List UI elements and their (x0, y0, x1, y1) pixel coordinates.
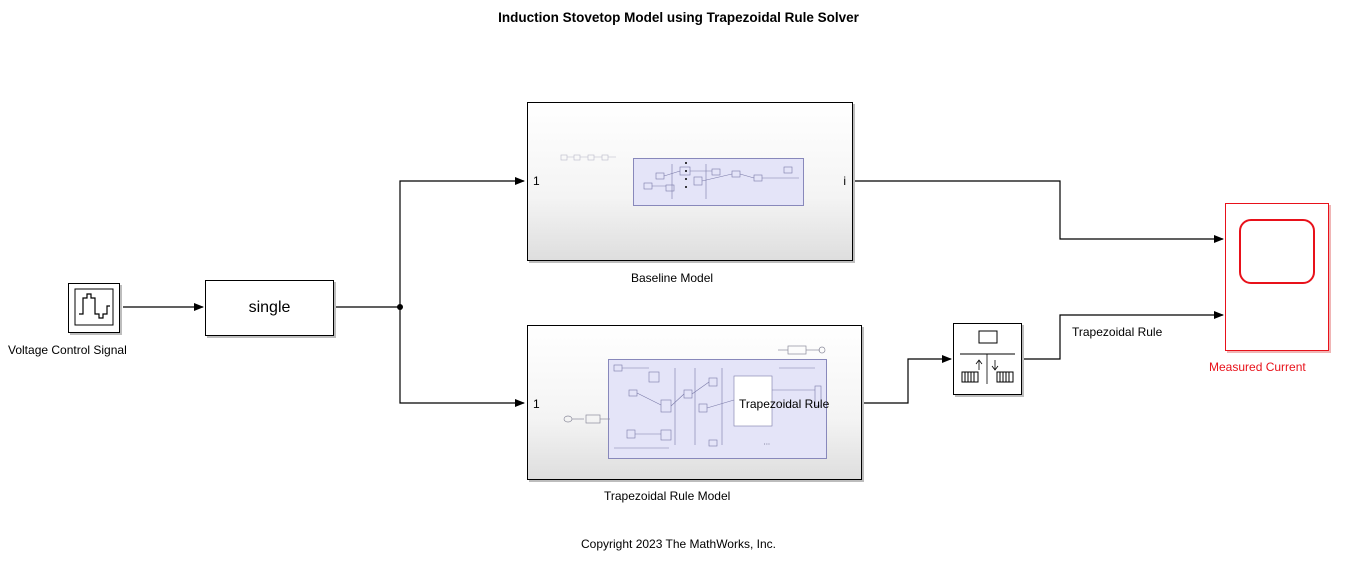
line-branch-to-baseline (399, 177, 525, 307)
baseline-model-subsystem[interactable]: 1 i (527, 102, 853, 261)
baseline-in-port: 1 (533, 174, 540, 188)
trapezoidal-output-chain-icon (778, 345, 826, 355)
inner-tiny-label: • • • (764, 442, 770, 446)
line-trapezoidal-to-ratetransition (862, 355, 952, 404)
source-label: Voltage Control Signal (8, 343, 127, 357)
copyright-text: Copyright 2023 The MathWorks, Inc. (581, 537, 776, 551)
scope-block[interactable] (1225, 203, 1329, 351)
scope-display-icon (1239, 219, 1315, 284)
diagram-title: Induction Stovetop Model using Trapezoid… (498, 10, 859, 25)
line-ratetransition-to-scope (1022, 311, 1224, 360)
baseline-decor-icon (560, 154, 616, 161)
convert-text: single (248, 299, 291, 316)
trapezoidal-inner-thumbnail: • • • (608, 359, 827, 459)
trapezoidal-in-port: 1 (533, 397, 540, 411)
trapezoidal-signal-label: Trapezoidal Rule (1072, 325, 1163, 339)
trapezoidal-out-port: Trapezoidal Rule (739, 397, 830, 411)
baseline-schematic-icon (643, 162, 799, 199)
trapezoidal-label: Trapezoidal Rule Model (604, 489, 731, 503)
rate-transition-block[interactable] (953, 323, 1022, 395)
baseline-label: Baseline Model (631, 271, 714, 285)
signal-waveform-icon (74, 288, 114, 326)
scope-label: Measured Current (1209, 360, 1306, 374)
line-branch-to-trapezoidal (399, 307, 525, 407)
trapezoidal-model-subsystem[interactable]: 1 • • • Trap (527, 325, 862, 480)
trapezoidal-input-chain-icon (563, 414, 610, 424)
signal-builder-block[interactable] (68, 283, 120, 333)
line-baseline-to-scope (853, 180, 1224, 243)
rate-transition-icon (960, 330, 1015, 384)
data-type-conversion-block[interactable]: single (205, 280, 334, 336)
trapezoidal-schematic-icon (613, 364, 822, 449)
baseline-out-port: i (843, 174, 846, 188)
branch-point (397, 304, 403, 310)
baseline-inner-thumbnail (633, 158, 804, 206)
